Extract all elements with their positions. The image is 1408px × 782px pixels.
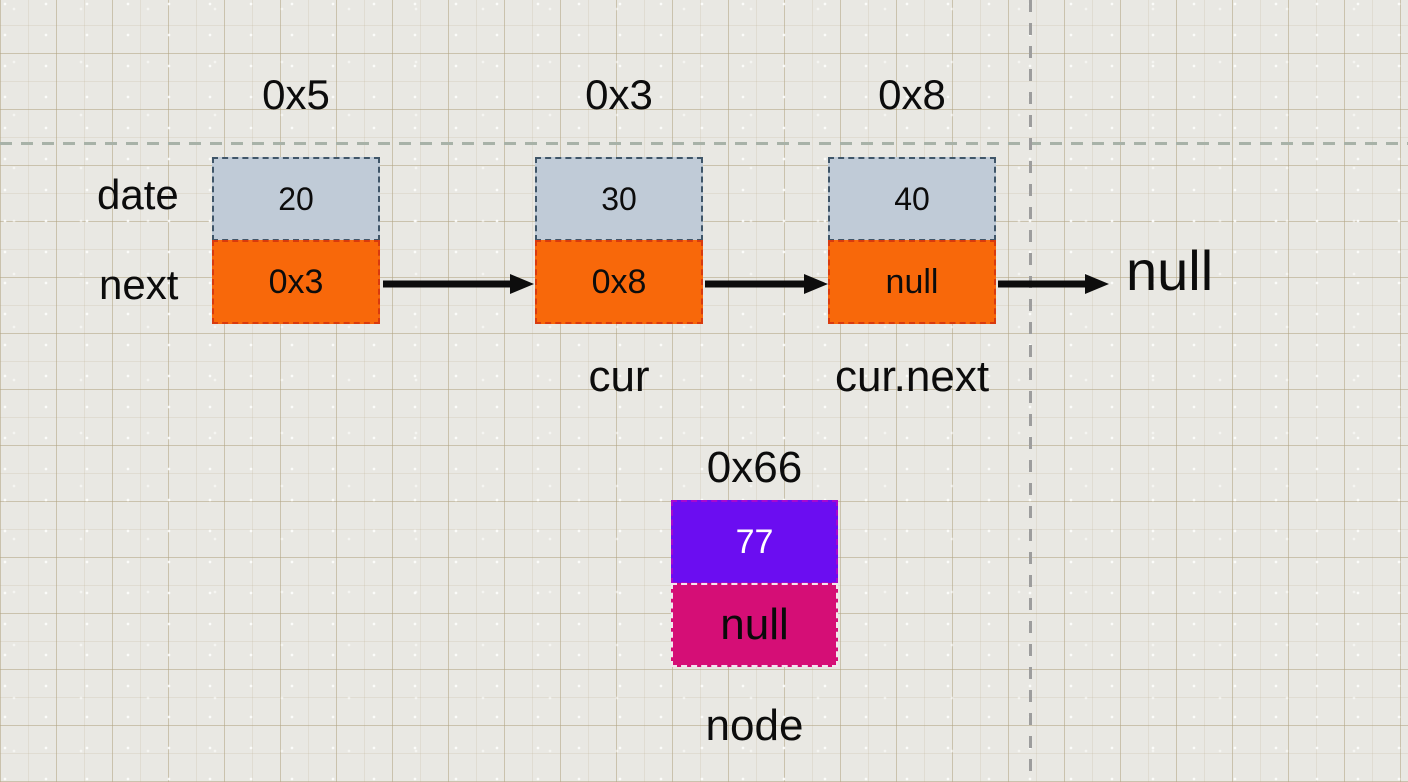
arrowhead-icon <box>804 274 828 294</box>
node-address-label[interactable]: 0x5 <box>262 71 330 118</box>
list-node-0x5[interactable]: 0x5 20 0x3 <box>212 72 380 412</box>
next-value: null <box>720 600 789 649</box>
data-cell[interactable]: 77 <box>671 500 838 584</box>
data-cell[interactable]: 20 <box>212 157 380 241</box>
next-cell[interactable]: null <box>828 240 996 324</box>
node-box[interactable]: 40 null <box>828 157 996 324</box>
node-address-label[interactable]: 0x3 <box>585 71 653 118</box>
node-address-label[interactable]: 0x66 <box>706 443 803 492</box>
next-cell[interactable]: null <box>671 583 838 667</box>
field-label-next[interactable]: next <box>99 261 179 308</box>
list-node-0x8[interactable]: 0x8 40 null cur.next <box>828 72 996 412</box>
node-box[interactable]: 20 0x3 <box>212 157 380 324</box>
detached-node-0x66[interactable]: 0x66 77 null node <box>671 444 838 754</box>
arrowhead-icon <box>1085 274 1109 294</box>
data-value: 20 <box>278 180 314 217</box>
data-value: 30 <box>601 180 637 217</box>
list-node-0x3[interactable]: 0x3 30 0x8 cur <box>535 72 703 412</box>
data-cell[interactable]: 30 <box>535 157 703 241</box>
cur-next-pointer-label[interactable]: cur.next <box>834 352 990 401</box>
data-value: 40 <box>894 180 930 217</box>
data-value: 77 <box>735 522 774 561</box>
field-label-date[interactable]: date <box>97 171 179 218</box>
node-variable-label[interactable]: node <box>705 701 804 750</box>
arrow-shaft <box>998 280 1088 288</box>
cur-pointer-label[interactable]: cur <box>588 352 650 401</box>
node-address-label[interactable]: 0x8 <box>878 71 946 118</box>
node-box[interactable]: 30 0x8 <box>535 157 703 324</box>
page-boundary-horizontal-dashed-line <box>0 142 1408 145</box>
arrow-shaft <box>705 280 807 288</box>
arrow-shaft <box>383 280 513 288</box>
next-cell[interactable]: 0x3 <box>212 240 380 324</box>
pointer-arrow-3[interactable] <box>998 273 1109 295</box>
next-value: 0x3 <box>268 262 324 301</box>
next-value: 0x8 <box>591 262 647 301</box>
pointer-arrow-1[interactable] <box>383 273 534 295</box>
tail-null-label[interactable]: null <box>1126 239 1214 302</box>
page-boundary-vertical-dashed-line <box>1029 0 1032 782</box>
pointer-arrow-2[interactable] <box>705 273 828 295</box>
data-cell[interactable]: 40 <box>828 157 996 241</box>
next-cell[interactable]: 0x8 <box>535 240 703 324</box>
node-box[interactable]: 77 null <box>671 500 838 667</box>
next-value: null <box>885 262 939 301</box>
arrowhead-icon <box>510 274 534 294</box>
